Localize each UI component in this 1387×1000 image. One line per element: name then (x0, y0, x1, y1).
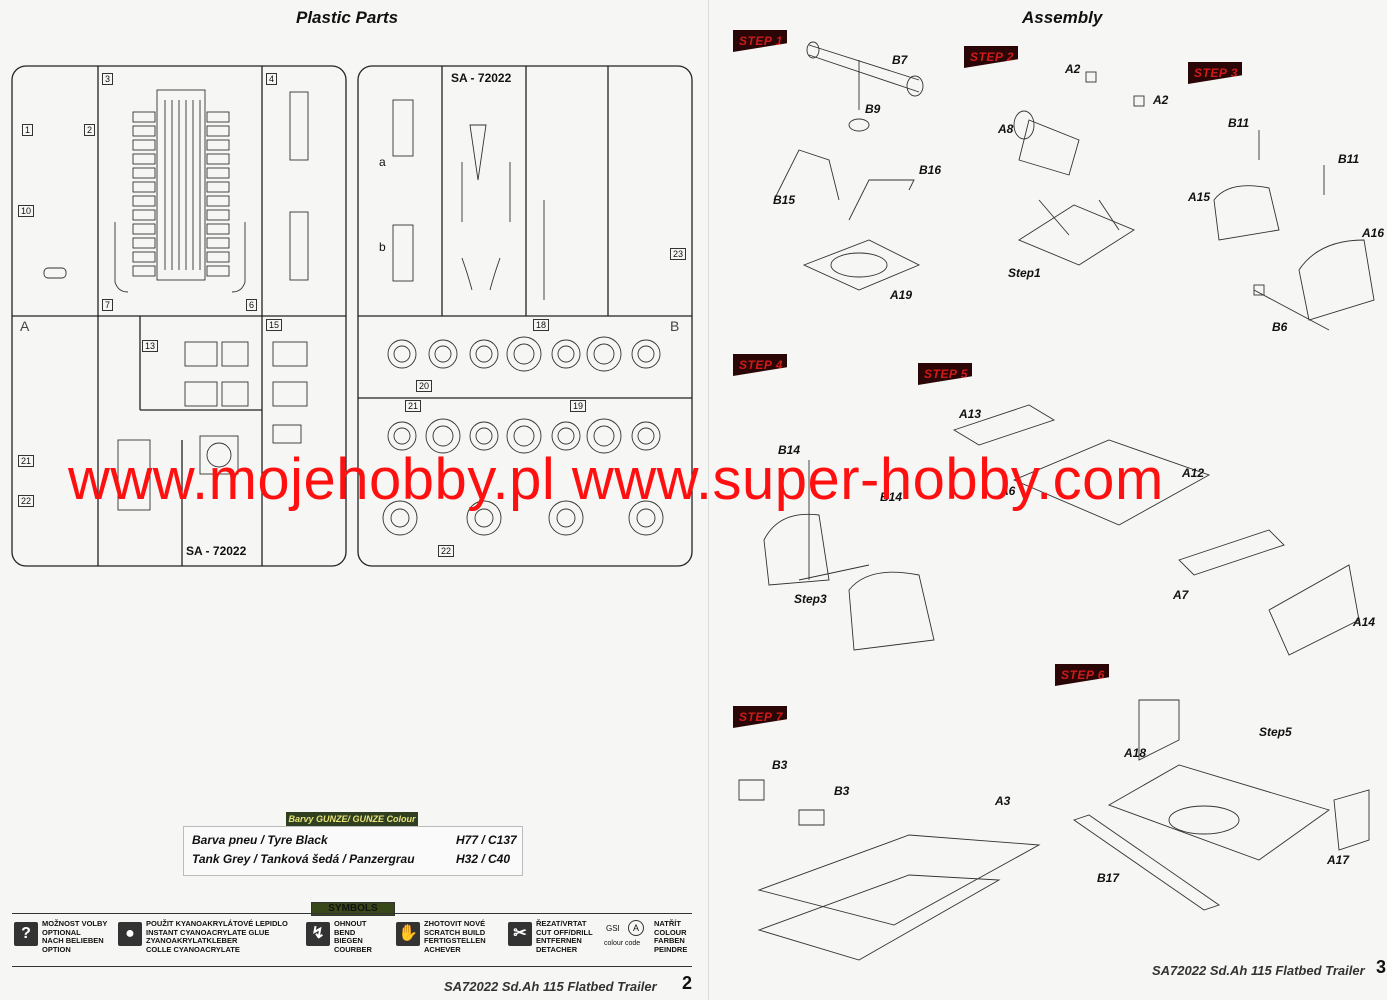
part-label: A2 (1065, 62, 1081, 76)
part-label: A6 (1000, 484, 1016, 498)
colour-table: Barva pneu / Tyre Black H77 / C137 Tank … (183, 826, 523, 876)
part-number: 3 (102, 73, 114, 85)
gsi-label: GSI (606, 924, 620, 933)
question-icon: ? (14, 922, 38, 946)
sprue-drawing (11, 65, 693, 567)
colour-row-code: H77 / C137 (456, 833, 517, 847)
part-label: A12 (1182, 466, 1205, 480)
part-number: 21 (405, 400, 422, 412)
part-label: Step3 (794, 592, 827, 606)
sprue-b-code: SA - 72022 (451, 71, 512, 85)
symbol-scratch-build: ✋ ZHOTOVIT NOVÉ SCRATCH BUILD FERTIGSTEL… (396, 918, 506, 960)
symbol-optional: ? MOŽNOST VOLBY OPTIONAL NACH BELIEBEN O… (14, 918, 114, 960)
paint-icon: A (628, 920, 644, 936)
part-label: B7 (892, 53, 908, 67)
symbol-colour: GSI colour code A NATŘÍT COLOUR FARBEN P… (602, 918, 692, 960)
assembly-drawing (738, 41, 1375, 961)
part-label: A16 (1362, 226, 1385, 240)
part-label: B3 (772, 758, 788, 772)
part-number: 1 (22, 124, 34, 136)
colour-row-name: Barva pneu / Tyre Black (192, 833, 328, 847)
part-label: B15 (773, 193, 796, 207)
part-number: 20 (416, 380, 433, 392)
part-number: 4 (266, 73, 278, 85)
sprue-a-letter: A (20, 318, 30, 334)
watermark: www.mojehobby.pl www.super-hobby.com (68, 447, 1164, 512)
sprue-b-sub-b: b (379, 240, 386, 254)
colour-code-label: colour code (604, 940, 641, 947)
sprue-b-letter: B (670, 318, 680, 334)
part-number: 18 (533, 319, 550, 331)
symbol-text: ZHOTOVIT NOVÉ SCRATCH BUILD FERTIGSTELLE… (424, 919, 486, 954)
symbol-text: POUŽIT KYANOAKRYLÁTOVÉ LEPIDLO INSTANT C… (146, 919, 288, 954)
part-label: A14 (1353, 615, 1376, 629)
part-label: A17 (1327, 853, 1350, 867)
right-footer: SA72022 Sd.Ah 115 Flatbed Trailer (1152, 963, 1365, 978)
colour-table-header: Barvy GUNZE/ GUNZE Colour No. (286, 812, 418, 838)
part-label: B3 (834, 784, 850, 798)
part-label: B14 (880, 490, 903, 504)
colour-row-name: Tank Grey / Tanková šedá / Panzergrau (192, 852, 415, 866)
symbol-text: NATŘÍT COLOUR FARBEN PEINDRE (654, 919, 688, 954)
right-page-number: 3 (1376, 957, 1387, 977)
part-label: A3 (995, 794, 1011, 808)
colour-row-code: H32 / C40 (456, 852, 511, 866)
part-label: A15 (1188, 190, 1211, 204)
part-number: 21 (18, 455, 35, 467)
part-label: Step5 (1259, 725, 1292, 739)
symbol-bend: ↯ OHNOUT BEND BIEGEN COURBER (306, 918, 392, 960)
part-label: A2 (1153, 93, 1169, 107)
sprue-b-sub-a: a (379, 155, 386, 169)
symbols-legend: ? MOŽNOST VOLBY OPTIONAL NACH BELIEBEN O… (12, 913, 692, 967)
part-number: 23 (670, 248, 687, 260)
part-label: A13 (959, 407, 982, 421)
sprue-a-code: SA - 72022 (186, 544, 247, 558)
part-label: A7 (1173, 588, 1189, 602)
part-label: B6 (1272, 320, 1288, 334)
page-divider (708, 0, 709, 1000)
part-label: Step1 (1008, 266, 1041, 280)
glue-drop-icon: ● (118, 922, 142, 946)
part-number: 6 (246, 299, 258, 311)
symbols-header: SYMBOLS (311, 902, 395, 916)
part-label: B9 (865, 102, 881, 116)
part-label: B11 (1228, 116, 1250, 130)
part-label: A8 (998, 122, 1014, 136)
left-page-number: 2 (682, 973, 693, 993)
plastic-parts-title: Plastic Parts (296, 8, 399, 27)
symbol-cut: ✂ ŘEZAT/VRTAT CUT OFF/DRILL ENTFERNEN DE… (508, 918, 600, 960)
part-number: 13 (142, 340, 159, 352)
part-label: B11 (1338, 152, 1360, 166)
part-label: B16 (919, 163, 942, 177)
part-number: 10 (18, 205, 35, 217)
part-number: 22 (18, 495, 35, 507)
part-label: A18 (1124, 746, 1147, 760)
part-label: B17 (1097, 871, 1120, 885)
hand-build-icon: ✋ (396, 922, 420, 946)
cut-icon: ✂ (508, 922, 532, 946)
part-number: 22 (438, 545, 455, 557)
part-number: 15 (266, 319, 283, 331)
symbol-text: MOŽNOST VOLBY OPTIONAL NACH BELIEBEN OPT… (42, 919, 108, 954)
symbol-glue: ● POUŽIT KYANOAKRYLÁTOVÉ LEPIDLO INSTANT… (118, 918, 304, 960)
part-label: A19 (890, 288, 913, 302)
symbol-text: OHNOUT BEND BIEGEN COURBER (334, 919, 372, 954)
part-number: 2 (84, 124, 96, 136)
bend-icon: ↯ (306, 922, 330, 946)
part-label: B14 (778, 443, 801, 457)
left-footer: SA72022 Sd.Ah 115 Flatbed Trailer (444, 979, 657, 994)
symbol-text: ŘEZAT/VRTAT CUT OFF/DRILL ENTFERNEN DETA… (536, 919, 593, 954)
assembly-title: Assembly (1022, 8, 1103, 27)
part-number: 19 (570, 400, 587, 412)
part-number: 7 (102, 299, 114, 311)
